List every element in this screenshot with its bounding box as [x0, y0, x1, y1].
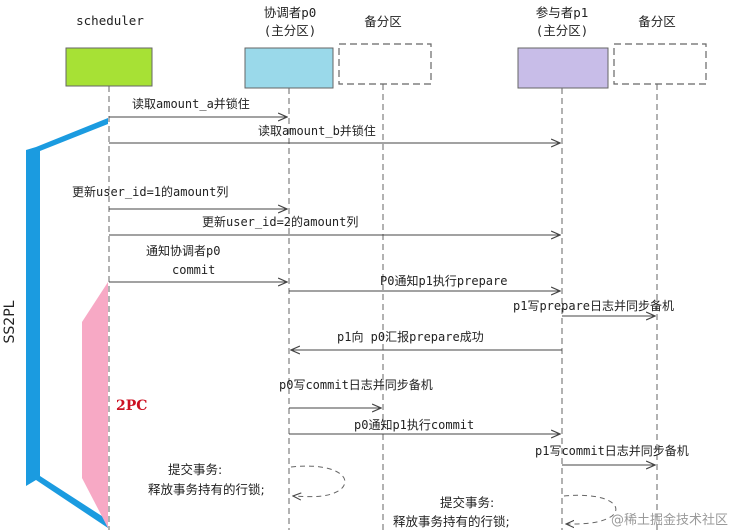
participant-box [517, 47, 609, 89]
message-label-9: p0写commit日志并同步备机 [279, 378, 433, 392]
coordinator-self-loop [290, 465, 346, 497]
message-label-5b: commit [172, 263, 215, 277]
coordinator-label: 协调者p0 [264, 5, 317, 20]
participant-commit-line1: 提交事务: [440, 495, 494, 510]
scheduler-box [65, 47, 153, 87]
coordinator-backup-label: 备分区 [364, 14, 402, 29]
message-label-8: p1向 p0汇报prepare成功 [337, 329, 484, 344]
scheduler-label: scheduler [76, 13, 144, 28]
coordinator-commit-line1: 提交事务: [168, 462, 222, 477]
message-label-5a: 通知协调者p0 [146, 243, 220, 258]
twopc-bracket [82, 282, 108, 528]
coordinator-sublabel: (主分区) [264, 23, 317, 38]
participant-commit-line2: 释放事务持有的行锁; [393, 514, 510, 529]
message-label-11: p1写commit日志并同步备机 [535, 444, 689, 458]
participant-self-loop [563, 494, 617, 524]
participant-backup-label: 备分区 [638, 14, 676, 29]
coordinator-box [244, 47, 334, 89]
participant-sublabel: (主分区) [536, 23, 589, 38]
message-label-4: 更新user_id=2的amount列 [202, 214, 358, 229]
twopc-label: 2PC [116, 398, 147, 414]
message-label-3: 更新user_id=1的amount列 [72, 184, 228, 199]
message-label-6: P0通知p1执行prepare [380, 274, 507, 288]
message-label-1: 读取amount_a并锁住 [132, 96, 250, 111]
coordinator-commit-line2: 释放事务持有的行锁; [148, 482, 265, 497]
message-label-10: p0通知p1执行commit [354, 418, 474, 432]
coordinator-backup-box [338, 43, 432, 85]
participant-label: 参与者p1 [536, 5, 589, 20]
message-label-2: 读取amount_b并锁住 [258, 123, 376, 138]
watermark: @稀土掘金技术社区 [611, 512, 728, 528]
message-label-7: p1写prepare日志并同步备机 [513, 299, 674, 313]
ss2pl-label: SS2PL [2, 300, 18, 343]
participant-backup-box [613, 43, 707, 85]
ss2pl-bracket-edge [26, 147, 36, 486]
